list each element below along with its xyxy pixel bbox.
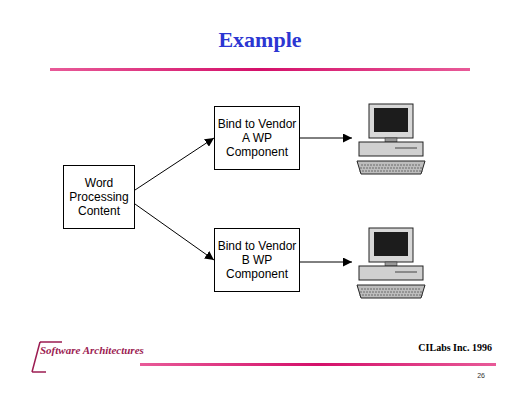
slide-title: Example: [0, 27, 520, 53]
page-number: 26: [477, 372, 485, 379]
copyright-note: CILabs Inc. 1996: [418, 342, 492, 353]
process-box: Bind to Vendor B WP Component: [214, 228, 300, 292]
flow-arrow: [135, 204, 214, 260]
box-label: Bind to Vendor B WP Component: [217, 239, 297, 281]
process-box: Word Processing Content: [63, 165, 135, 229]
box-label: Word Processing Content: [66, 176, 132, 218]
output-arrow: [300, 262, 352, 263]
process-box: Bind to Vendor A WP Component: [214, 106, 300, 170]
computer-icon: [357, 228, 425, 298]
title-rule: [50, 68, 470, 71]
flow-arrow: [135, 138, 214, 190]
output-arrow: [300, 138, 352, 139]
connector-layer: [135, 138, 214, 260]
footer-rule: [140, 363, 496, 366]
logo-text: Software Architectures: [40, 344, 144, 356]
computer-icon: [357, 104, 425, 174]
box-label: Bind to Vendor A WP Component: [217, 117, 297, 159]
